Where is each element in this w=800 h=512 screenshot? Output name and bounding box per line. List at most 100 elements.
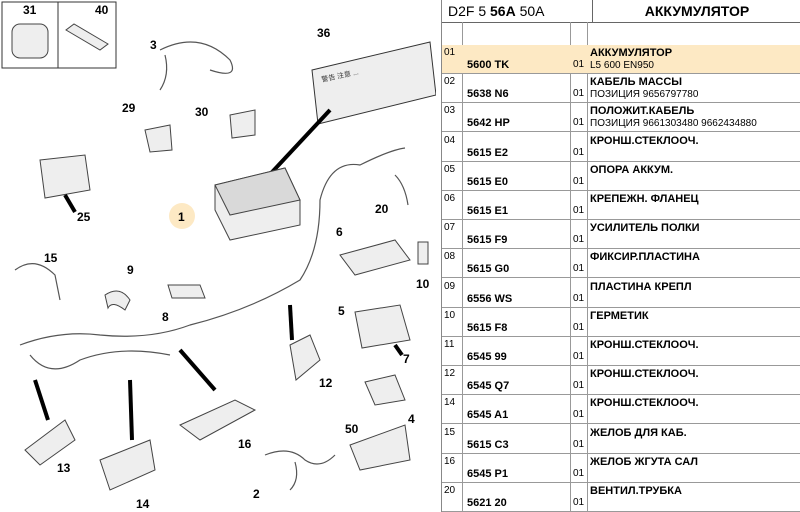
row-index: 16 [444, 455, 456, 467]
part-name: ГЕРМЕТИК [590, 309, 649, 322]
bracket-13-part [24, 419, 76, 466]
part-quantity: 01 [573, 88, 585, 100]
part-detail: L5 600 EN950 [590, 60, 654, 71]
callout-30: 30 [195, 105, 209, 119]
row-index: 03 [444, 105, 456, 117]
warning-label-part [311, 41, 436, 125]
callout-3: 3 [150, 38, 157, 52]
part-quantity: 01 [573, 175, 585, 187]
reinforcement-plate-part [354, 304, 411, 349]
part-detail: ПОЗИЦИЯ 9661303480 9662434880 [590, 118, 757, 130]
diagram-canvas: 警告 注意 ... [1, 1, 436, 511]
callout-7: 7 [403, 352, 410, 366]
part-name: КРОНШ.СТЕКЛООЧ. [590, 368, 699, 381]
support-30-part [229, 109, 256, 139]
part-reference: 5615 C3 [467, 438, 509, 451]
callout-25: 25 [77, 210, 91, 224]
column-divider [570, 22, 571, 512]
parts-row[interactable]: 12 6545 Q7 01 КРОНШ.СТЕКЛООЧ. [442, 366, 800, 396]
bracket-50-part [349, 424, 411, 471]
row-index: 20 [444, 485, 456, 496]
callout-15: 15 [44, 251, 58, 265]
row-index: 05 [444, 163, 456, 175]
callout-4: 4 [408, 412, 415, 426]
parts-row[interactable]: 15 5615 C3 01 ЖЕЛОБ ДЛЯ КАБ. [442, 425, 800, 454]
part-name: ЖЕЛОБ ДЛЯ КАБ. [590, 426, 687, 439]
part-reference: 6545 A1 [467, 409, 509, 422]
callout-50: 50 [345, 422, 359, 436]
callout-31: 31 [23, 3, 37, 17]
part-quantity: 01 [573, 263, 585, 275]
part-reference: 6556 WS [467, 292, 513, 305]
part-reference: 5615 F8 [467, 321, 508, 334]
pointer-25 [63, 193, 77, 214]
callout-10: 10 [416, 277, 430, 291]
callout-36: 36 [317, 26, 331, 40]
bracket-14-part [99, 439, 156, 491]
tray-25-part [39, 154, 91, 199]
bracket-9-part [104, 290, 131, 311]
callout-29: 29 [122, 101, 136, 115]
row-index: 04 [444, 134, 456, 146]
main-cable-route [19, 147, 406, 346]
part-quantity: 01 [573, 146, 585, 158]
part-reference: 6545 Q7 [467, 380, 510, 393]
part-quantity: 01 [573, 351, 585, 362]
part-reference: 5621 20 [467, 497, 507, 509]
clip-part [65, 23, 109, 51]
part-name: КРОНШ.СТЕКЛООЧ. [590, 339, 699, 351]
part-reference: 6545 P1 [467, 467, 508, 480]
callout-20: 20 [375, 202, 389, 216]
positive-cable-part [159, 41, 234, 91]
grommet-part [11, 23, 49, 59]
part-reference: 5615 E1 [467, 205, 508, 217]
parts-list-header: D2F 5 56A 50A АККУМУЛЯТОР [442, 0, 800, 23]
flange-plate-part [339, 239, 411, 276]
pointer-7 [393, 343, 404, 357]
exploded-parts-diagram: 警告 注意 ... [1, 1, 436, 511]
bracket-29-part [144, 124, 173, 153]
part-quantity: 01 [573, 438, 585, 450]
part-reference: 6545 99 [467, 351, 507, 363]
battery-top [214, 167, 301, 216]
part-reference: 5615 E0 [467, 175, 508, 188]
part-quantity: 01 [573, 380, 585, 392]
callout-6: 6 [336, 225, 343, 239]
ground-cable-route [29, 350, 171, 370]
callout-12: 12 [319, 376, 333, 390]
row-index: 06 [444, 193, 456, 204]
vent-tube-part [394, 174, 409, 206]
part-reference: 5615 G0 [467, 263, 510, 276]
bracket-4-part [364, 374, 406, 406]
part-quantity: 01 [573, 497, 585, 508]
ground-cable-2-part [264, 450, 336, 491]
part-name: КРЕПЕЖН. ФЛАНЕЦ [590, 193, 699, 205]
row-index: 10 [444, 309, 456, 321]
selected-callout-highlight [169, 203, 195, 229]
column-divider [462, 22, 463, 512]
row-index: 12 [444, 368, 456, 380]
callout-40: 40 [95, 3, 109, 17]
bracket-12-part [289, 334, 321, 381]
row-index: 09 [444, 280, 456, 292]
part-name: КРОНШ.СТЕКЛООЧ. [590, 397, 699, 410]
row-index: 15 [444, 426, 456, 438]
row-index: 02 [444, 76, 456, 88]
callout-5: 5 [338, 304, 345, 318]
part-quantity: 01 [573, 59, 585, 70]
